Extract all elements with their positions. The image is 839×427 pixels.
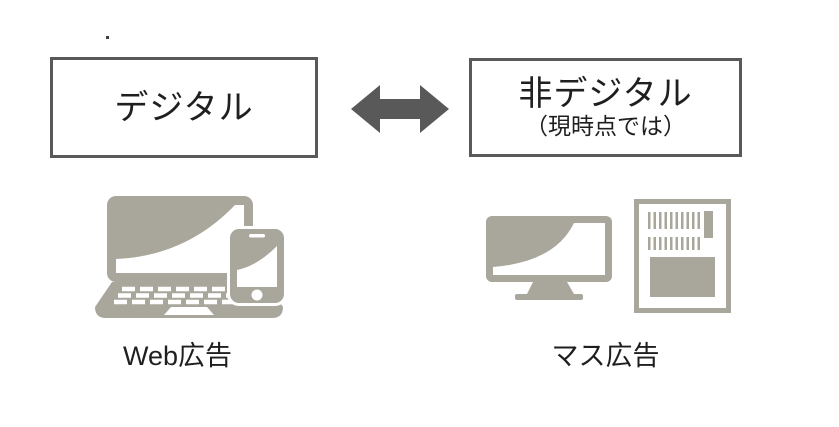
non-digital-box: 非デジタル （現時点では）	[469, 58, 742, 157]
laptop-icon	[94, 194, 284, 326]
digital-box-label: デジタル	[114, 88, 254, 127]
digital-box: デジタル	[50, 57, 318, 158]
tv-monitor-icon	[486, 216, 612, 302]
smartphone-icon	[227, 226, 287, 306]
newspaper-icon	[634, 199, 731, 313]
non-digital-box-label: 非デジタル	[518, 75, 693, 113]
mass-ads-caption: マス広告	[551, 341, 660, 371]
non-digital-box-sublabel: （現時点では）	[525, 113, 686, 139]
stray-dot	[106, 36, 109, 39]
double-arrow-icon	[351, 82, 449, 136]
web-ads-caption: Web広告	[122, 341, 233, 371]
